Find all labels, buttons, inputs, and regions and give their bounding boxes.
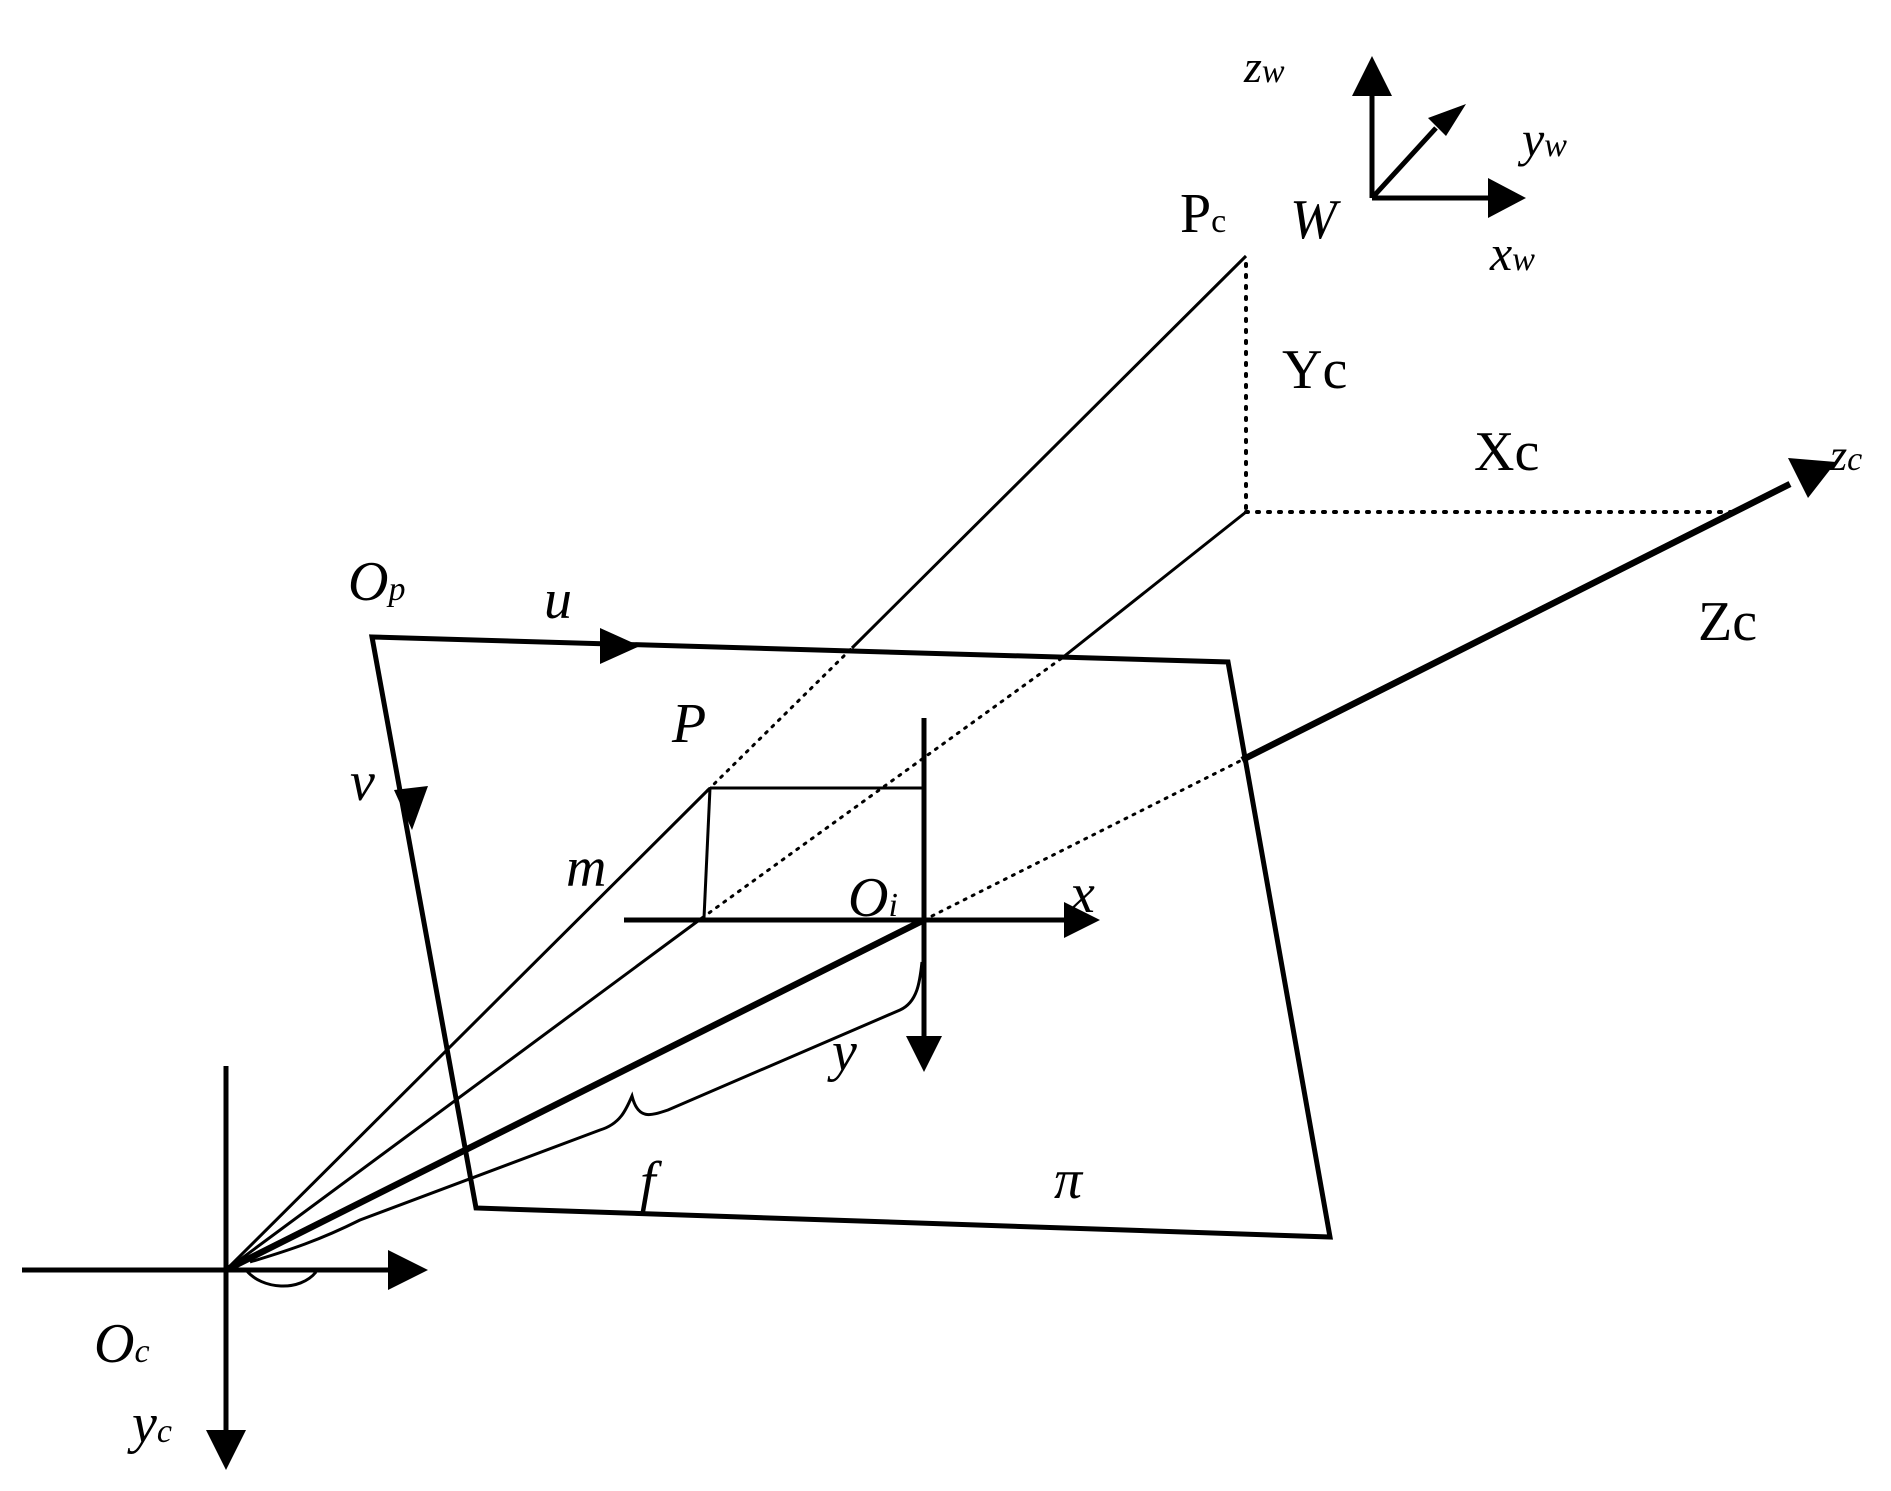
ray-to-pc — [224, 788, 710, 1272]
optical-axis-zc — [1240, 481, 1792, 763]
label-zw: zw — [1243, 41, 1285, 92]
p-vertical — [702, 787, 712, 919]
label-pi: π — [1054, 1149, 1084, 1211]
focal-brace — [249, 961, 924, 1264]
camera-x-arrowhead — [388, 1250, 428, 1290]
image-y-arrowhead — [906, 1036, 942, 1072]
world-frame — [1352, 56, 1526, 218]
label-xw: xw — [1489, 225, 1535, 281]
world-z-arrowhead — [1352, 56, 1392, 96]
image-plane — [368, 634, 1334, 1240]
label-oi: Oi — [848, 867, 898, 929]
label-pc: Pc — [1180, 183, 1226, 245]
ray-to-foot — [225, 916, 703, 1272]
label-op: Op — [348, 551, 405, 613]
world-y-axis — [1370, 126, 1438, 200]
world-y-arrowhead — [1428, 104, 1466, 136]
label-v: v — [350, 751, 375, 813]
label-xc-component: Xc — [1474, 421, 1539, 483]
ray-to-foot-hidden — [700, 656, 1064, 920]
label-yc-component: Yc — [1282, 339, 1347, 401]
u-arrowhead — [600, 628, 640, 664]
v-arrowhead — [394, 786, 428, 830]
world-x-arrowhead — [1488, 178, 1526, 218]
label-zc-axis: zc — [1829, 431, 1862, 480]
label-zc-component: Zc — [1698, 591, 1757, 653]
label-p: P — [671, 693, 706, 755]
label-x: x — [1069, 863, 1095, 925]
principal-ray — [224, 917, 926, 1273]
label-w: W — [1290, 189, 1341, 251]
label-f: f — [640, 1151, 663, 1213]
ray-to-foot-far — [1061, 510, 1247, 660]
ray-to-pc-hidden — [706, 646, 854, 792]
image-x-arrowhead — [1064, 902, 1100, 938]
label-u: u — [544, 569, 572, 631]
label-yc-axis: yc — [127, 1393, 172, 1455]
label-yw: yw — [1517, 111, 1567, 167]
label-y: y — [827, 1021, 857, 1083]
label-m: m — [566, 837, 606, 899]
label-oc: Oc — [94, 1313, 150, 1375]
camera-y-arrowhead — [206, 1430, 246, 1470]
angle-arc — [244, 1269, 318, 1288]
ray-to-pc-far — [850, 254, 1248, 650]
principal-ray-hidden — [922, 758, 1244, 922]
optical-axis-arrowhead — [1788, 458, 1836, 498]
